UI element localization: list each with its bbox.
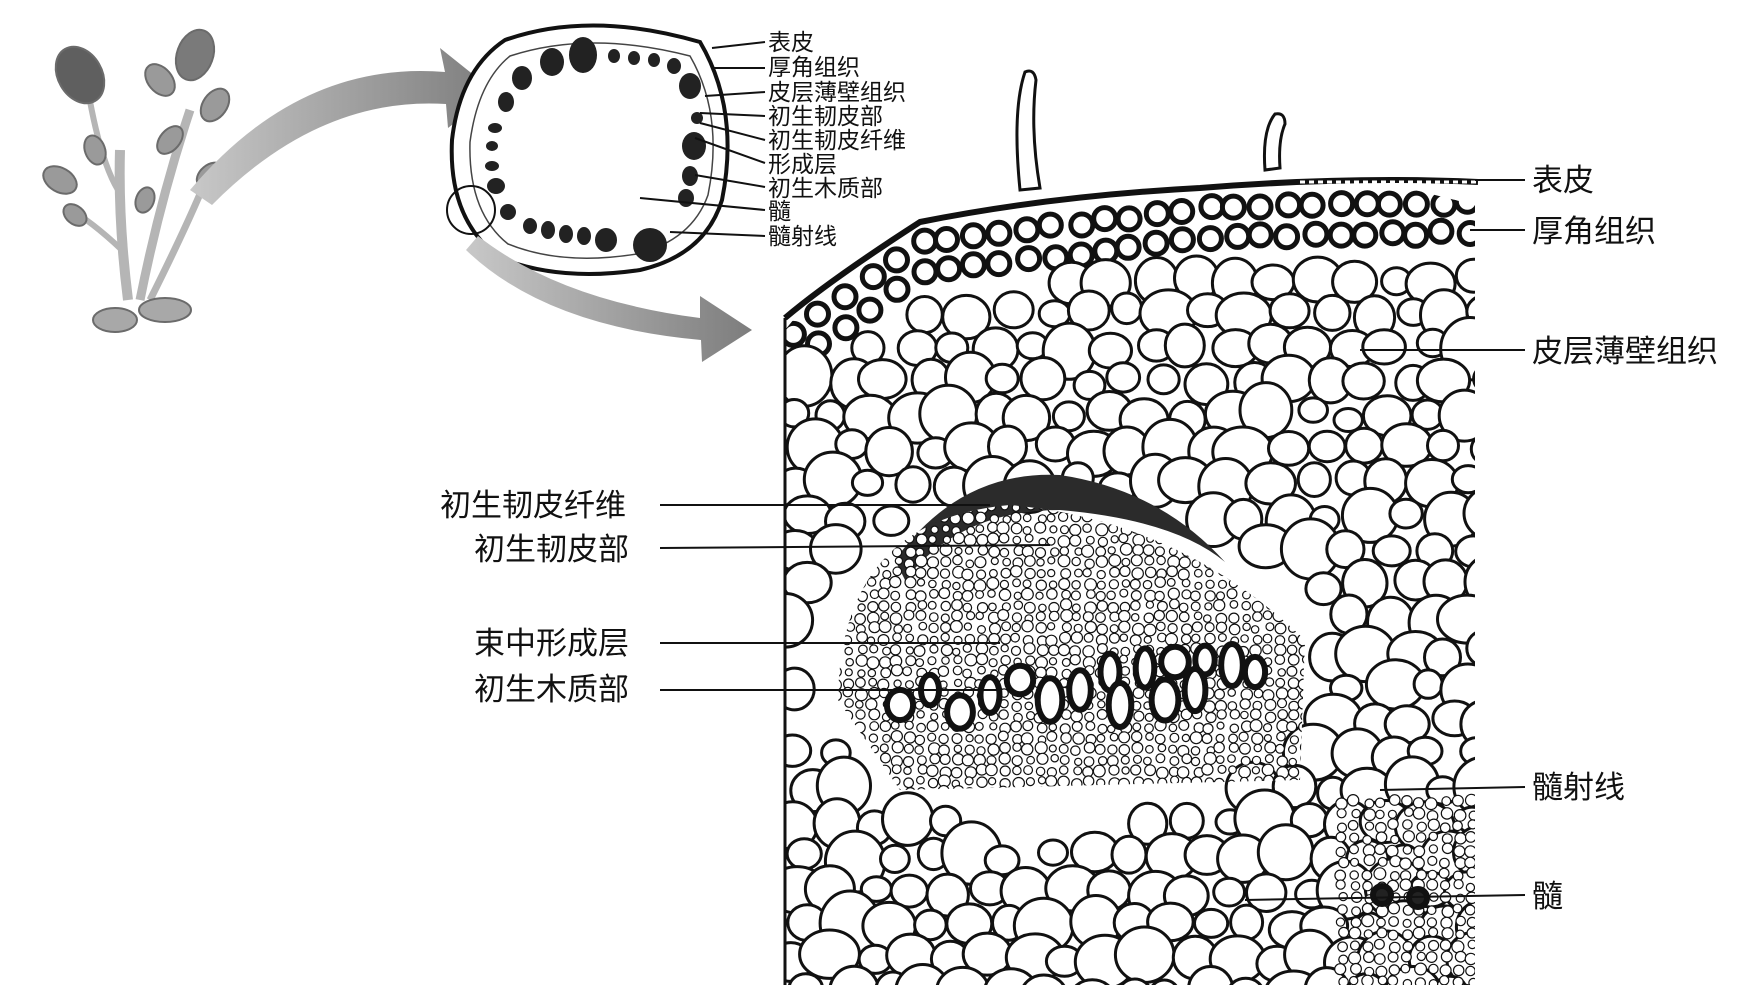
overview-label-collenchyma: 厚角组织 (768, 55, 860, 81)
detail-leader-lines (659, 179, 1526, 901)
detail-label-epidermis: 表皮 (1532, 163, 1594, 199)
detail-label-collenchyma: 厚角组织 (1532, 214, 1656, 250)
detail-label-primary-xylem: 初生木质部 (474, 672, 629, 708)
overview-label-pith: 髓 (768, 199, 791, 225)
epidermis-outline (783, 177, 1479, 321)
pith-cells (1334, 793, 1475, 985)
primary-xylem-vessels (883, 641, 1269, 732)
overview-label-epidermis: 表皮 (768, 30, 814, 56)
detail-label-cortex-parenchyma: 皮层薄壁组织 (1532, 334, 1718, 370)
detail-label-pith: 髓 (1532, 879, 1563, 915)
detail-label-pith-ray: 髓射线 (1532, 770, 1625, 806)
arrow-overview-to-detail (466, 236, 752, 362)
detail-label-phloem-fiber: 初生韧皮纤维 (440, 488, 626, 524)
plant-illustration (42, 28, 231, 333)
overview-label-phloem-fiber: 初生韧皮纤维 (768, 128, 906, 154)
detail-label-primary-phloem: 初生韧皮部 (474, 532, 629, 568)
detail-label-fascicular-cambium: 束中形成层 (474, 626, 629, 662)
stem-overview-section: 表皮 厚角组织 皮层薄壁组织 初生韧皮部 初生韧皮纤维 形成层 初生木质部 髓 … (446, 23, 906, 276)
overview-label-primary-xylem: 初生木质部 (768, 176, 883, 202)
arrow-plant-to-overview (190, 48, 495, 205)
overview-label-primary-phloem: 初生韧皮部 (768, 104, 883, 130)
vascular-bundle (838, 505, 1305, 790)
overview-label-pith-ray: 髓射线 (768, 224, 837, 250)
overview-label-cambium: 形成层 (768, 152, 837, 178)
stem-detail-section (783, 69, 1479, 985)
phloem-fiber-cap (895, 474, 1225, 580)
overview-label-cortex-parenchyma: 皮层薄壁组织 (768, 80, 906, 106)
